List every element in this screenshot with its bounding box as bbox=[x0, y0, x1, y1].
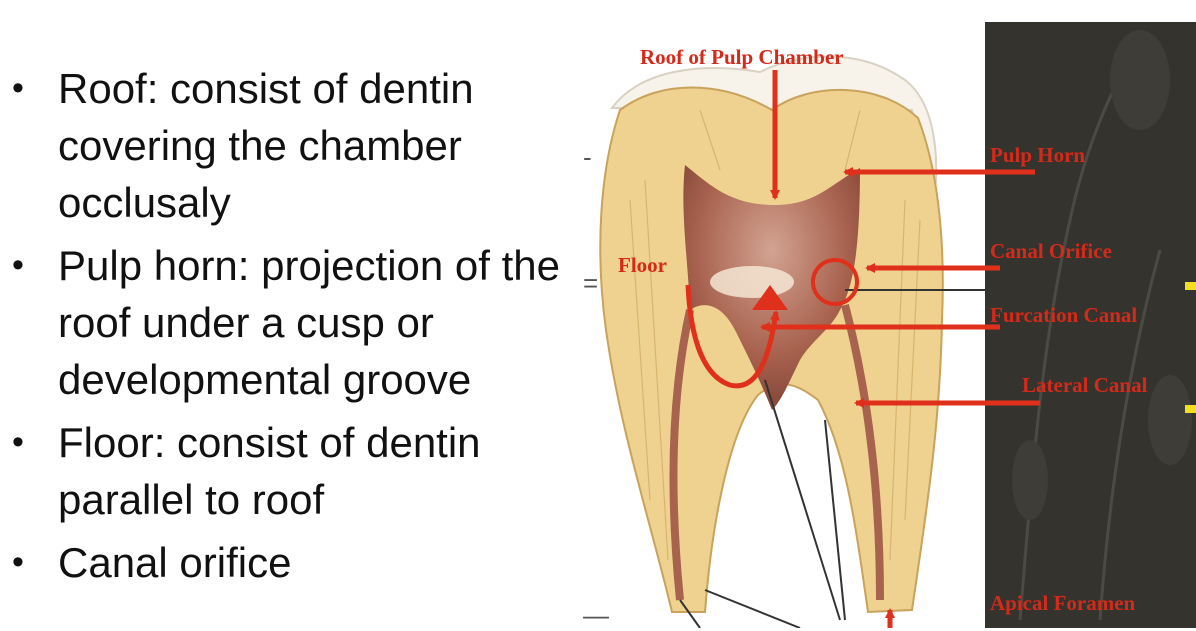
label-lateral-canal: Lateral Canal bbox=[1022, 373, 1148, 397]
bullet-roof: Roof: consist of dentin covering the cha… bbox=[0, 60, 570, 231]
bullet-floor: Floor: consist of dentin parallel to roo… bbox=[0, 414, 570, 528]
background-photo-panel bbox=[985, 22, 1196, 628]
bullet-pulp-horn: Pulp horn: projection of the roof under … bbox=[0, 237, 570, 408]
label-apical-foramen: Apical Foramen bbox=[990, 591, 1136, 615]
label-floor: Floor bbox=[618, 253, 667, 277]
tick-mark-3: — bbox=[583, 600, 609, 630]
canal-orifice-circle bbox=[811, 258, 859, 306]
mesial-canal bbox=[669, 309, 694, 601]
floor-arrow-head bbox=[752, 285, 788, 310]
panel-plant-decoration bbox=[1012, 30, 1192, 621]
label-furcation-canal: Furcation Canal bbox=[990, 303, 1137, 327]
yellow-mark-2 bbox=[1185, 405, 1196, 413]
label-pulp-horn: Pulp Horn bbox=[990, 143, 1085, 167]
tick-mark-1: - bbox=[583, 142, 592, 172]
tick-mark-2: = bbox=[583, 268, 599, 298]
distal-canal bbox=[841, 303, 884, 601]
yellow-mark-1 bbox=[1185, 282, 1196, 290]
bullet-list: Roof: consist of dentin covering the cha… bbox=[0, 60, 570, 597]
bullet-canal-orifice: Canal orifice bbox=[0, 534, 570, 591]
leader-lines bbox=[679, 289, 1000, 628]
annotation-arrows bbox=[685, 70, 1040, 628]
chamber-floor-highlight bbox=[710, 266, 794, 298]
label-roof-of-pulp-chamber: Roof of Pulp Chamber bbox=[640, 45, 844, 69]
label-canal-orifice: Canal Orifice bbox=[990, 239, 1112, 263]
